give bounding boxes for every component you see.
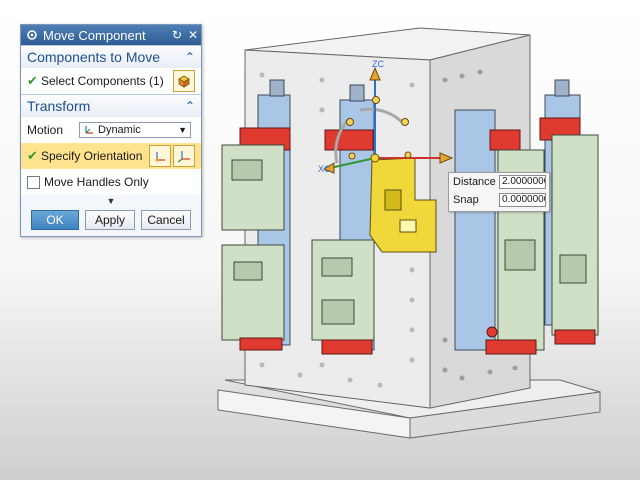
transform-section-header[interactable]: Transform ⌃	[21, 95, 201, 117]
dialog-title: Move Component	[43, 27, 146, 43]
transform-section-title: Transform	[27, 98, 91, 114]
distance-row: Distance 2.0000000	[449, 173, 549, 191]
more-options-chevron-icon[interactable]: ▼	[106, 196, 116, 206]
snap-input[interactable]: 0.0000000	[499, 193, 546, 207]
collapse-up-icon[interactable]: ⌃	[184, 50, 195, 64]
y-axis-handle[interactable]	[329, 157, 376, 169]
select-components-label: Select Components (1)	[41, 74, 164, 88]
dynamic-axes-icon	[85, 126, 93, 134]
close-icon[interactable]: ✕	[187, 28, 199, 42]
xc-axis-label: XC	[318, 164, 331, 174]
orientation-point-icon	[155, 152, 165, 162]
fixture-right-2	[539, 79, 599, 345]
transform-section: Transform ⌃ Motion Dynamic ▼ ✔ Specify O…	[21, 94, 201, 195]
components-section: Components to Move ⌃ ✔ Select Components…	[21, 45, 201, 94]
hole-pattern-left	[259, 72, 415, 388]
component-cube-icon	[178, 75, 190, 88]
specify-orientation-label: Specify Orientation	[41, 149, 143, 163]
csys-dialog-button[interactable]	[173, 145, 195, 167]
cancel-button[interactable]: Cancel	[141, 210, 191, 230]
apply-button[interactable]: Apply	[85, 210, 135, 230]
checkmark-icon: ✔	[27, 73, 38, 88]
dynamic-manipulator[interactable]	[322, 66, 454, 174]
move-component-dialog: Move Component ↻ ✕ Components to Move ⌃ …	[20, 24, 202, 237]
chevron-down-icon: ▼	[178, 125, 187, 135]
move-handles-row[interactable]: Move Handles Only	[21, 169, 201, 195]
snap-label: Snap	[453, 194, 479, 206]
base-plate-side	[409, 391, 601, 439]
components-section-header[interactable]: Components to Move ⌃	[21, 46, 201, 68]
motion-dropdown[interactable]: Dynamic ▼	[79, 122, 191, 138]
reset-icon[interactable]: ↻	[171, 28, 183, 42]
zc-axis-label: ZC	[372, 59, 384, 69]
motion-row: Motion Dynamic ▼	[21, 117, 201, 143]
move-handles-checkbox[interactable]	[27, 175, 40, 189]
distance-snap-panel: Distance 2.0000000 Snap 0.0000000	[448, 172, 550, 212]
motion-value: Dynamic	[98, 124, 141, 136]
select-components-row[interactable]: ✔ Select Components (1)	[21, 68, 201, 94]
selected-component[interactable]	[369, 157, 437, 253]
move-handles-label: Move Handles Only	[44, 175, 149, 189]
fixture-right-1	[454, 109, 545, 355]
ok-button[interactable]: OK	[31, 210, 79, 230]
distance-label: Distance	[453, 176, 496, 188]
select-component-button[interactable]	[173, 70, 195, 92]
gear-icon	[27, 30, 37, 40]
csys-icon	[177, 151, 190, 163]
dialog-buttons: OK Apply Cancel	[21, 207, 201, 233]
dialog-titlebar[interactable]: Move Component ↻ ✕	[21, 25, 201, 45]
collapse-up-icon[interactable]: ⌃	[184, 99, 195, 113]
checkmark-icon: ✔	[27, 148, 38, 163]
components-section-title: Components to Move	[27, 49, 161, 65]
distance-input[interactable]: 2.0000000	[499, 175, 546, 189]
fixture-left-2	[311, 84, 375, 355]
snap-row: Snap 0.0000000	[449, 191, 549, 209]
specify-orientation-row[interactable]: ✔ Specify Orientation	[21, 143, 201, 169]
fixture-left-1	[221, 79, 291, 351]
orientation-point-button[interactable]	[149, 145, 171, 167]
motion-label: Motion	[27, 123, 64, 137]
hole-pattern-right	[442, 69, 518, 381]
